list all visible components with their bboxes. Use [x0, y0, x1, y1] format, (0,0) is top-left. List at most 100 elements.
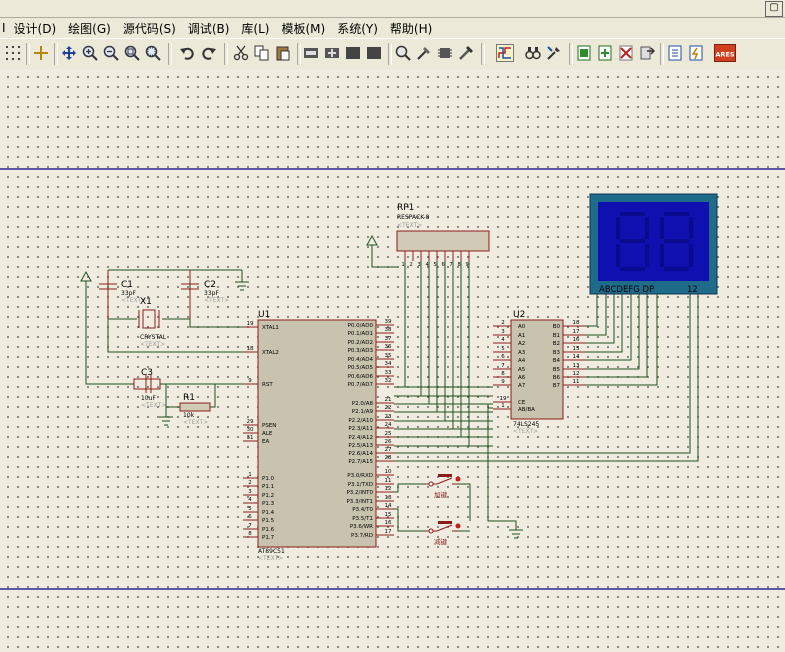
remove-sheet-icon[interactable]: [617, 44, 635, 62]
wire[interactable]: [585, 289, 658, 386]
u2-pin-label: B4: [553, 358, 561, 364]
wire[interactable]: [85, 281, 243, 385]
add-sheet-icon[interactable]: [596, 44, 614, 62]
block-rotate-icon[interactable]: [344, 44, 362, 62]
menu-design[interactable]: 设计(D): [13, 21, 57, 36]
wire[interactable]: [384, 483, 471, 521]
u1-pin-label: P1.6: [262, 527, 275, 533]
power-terminal[interactable]: [366, 234, 378, 246]
button-increment[interactable]: 加键: [425, 474, 461, 499]
block-move-icon[interactable]: [323, 44, 341, 62]
u1-pin-number: 17: [385, 529, 392, 535]
wire[interactable]: [585, 289, 623, 353]
rp1-value: RESPACK-8: [397, 214, 430, 221]
wire[interactable]: [585, 289, 607, 336]
u1-pin-label: P0.2/AD2: [348, 340, 373, 346]
u1-pin-label: EA: [262, 439, 269, 445]
wire[interactable]: [585, 289, 615, 344]
u1-pin-number: 39: [385, 319, 392, 325]
u2-bus-transceiver[interactable]: 2A03A14A25A36A47A58A69A719CE1AB/BA18B017…: [493, 310, 585, 435]
pan-icon[interactable]: [60, 44, 78, 62]
undo-icon[interactable]: [178, 44, 196, 62]
wire-digit-1[interactable]: [394, 294, 691, 454]
zoom-out-icon[interactable]: [102, 44, 120, 62]
rp1-pin-number: 1: [402, 262, 405, 268]
u1-pin-number: 11: [385, 478, 392, 484]
menu-help[interactable]: 帮助(H): [389, 21, 433, 36]
search-icon[interactable]: [524, 44, 542, 62]
x1-crystal[interactable]: X1 CRYSTAL <TEXT>: [138, 297, 167, 348]
menu-template[interactable]: 模板(M): [281, 21, 326, 36]
menu-library[interactable]: 库(L): [241, 21, 270, 36]
origin-icon[interactable]: [32, 44, 50, 62]
wire-u2-ce[interactable]: [487, 403, 517, 530]
c1-capacitor[interactable]: C1 33pF <TEXT>: [99, 270, 146, 319]
button-decrement[interactable]: 减键: [425, 521, 461, 546]
redo-icon[interactable]: [200, 44, 218, 62]
u1-pin-label: P2.0/A8: [352, 401, 374, 407]
wire[interactable]: [585, 289, 632, 361]
bom-icon[interactable]: [666, 44, 684, 62]
u2-pin-number: 9: [501, 379, 505, 385]
wire[interactable]: [585, 289, 648, 378]
c3-capacitor[interactable]: C3 10uF <TEXT>: [133, 368, 166, 409]
make-device-icon[interactable]: [415, 44, 433, 62]
packaging-icon[interactable]: [436, 44, 454, 62]
wire[interactable]: [405, 386, 493, 447]
c2-capacitor[interactable]: C2 33pF <TEXT>: [181, 270, 229, 319]
block-delete-icon[interactable]: [365, 44, 383, 62]
zoom-all-icon[interactable]: [123, 44, 141, 62]
block-copy-icon[interactable]: [302, 44, 320, 62]
seven-segment-display[interactable]: ABCDEFG DP 12: [589, 193, 718, 295]
wire-rp1-power[interactable]: [371, 245, 398, 268]
new-sheet-icon[interactable]: [575, 44, 593, 62]
u1-pin-number: 21: [385, 397, 392, 403]
property-tool-icon[interactable]: [545, 44, 563, 62]
paste-icon[interactable]: [274, 44, 292, 62]
power-terminal[interactable]: [80, 270, 92, 282]
decompose-icon[interactable]: [457, 44, 475, 62]
ground-symbol[interactable]: [159, 416, 173, 426]
u2-pin-number: 5: [501, 346, 505, 352]
zoom-area-icon[interactable]: [144, 44, 162, 62]
rp1-ref: RP1: [397, 203, 414, 213]
goto-sheet-icon[interactable]: [638, 44, 656, 62]
ares-icon[interactable]: ARES: [714, 44, 736, 62]
menu-draw[interactable]: 绘图(G): [68, 21, 111, 36]
u1-pin-number: 16: [385, 520, 392, 526]
grid-icon[interactable]: [4, 44, 22, 62]
menu-source[interactable]: 源代码(S): [122, 21, 176, 36]
cut-icon[interactable]: [232, 44, 250, 62]
wire[interactable]: [585, 289, 598, 327]
title-bar: [0, 0, 785, 18]
rp1-pin-number: 5: [434, 262, 437, 268]
wire[interactable]: [165, 384, 216, 417]
display-digit-labels: 12: [687, 285, 698, 295]
wire-digit-2[interactable]: [394, 294, 699, 462]
wire[interactable]: [394, 259, 438, 413]
wire[interactable]: [585, 289, 640, 370]
zoom-in-icon[interactable]: [81, 44, 99, 62]
u1-microcontroller[interactable]: 19XTAL118XTAL29RST29PSEN30ALE31EA1P1.02P…: [243, 310, 394, 562]
pick-device-icon[interactable]: [394, 44, 412, 62]
restore-window-button[interactable]: ▢: [765, 1, 783, 17]
x1-ref: X1: [140, 297, 152, 307]
u1-pin-label: P3.1/TXD: [348, 482, 373, 488]
wire[interactable]: [394, 259, 430, 405]
wire[interactable]: [394, 259, 406, 388]
u1-pin-number: 19: [247, 321, 254, 327]
wire-autoroute-icon[interactable]: [496, 44, 514, 62]
menu-debug[interactable]: 调试(B): [187, 21, 230, 36]
netlist-icon[interactable]: [687, 44, 705, 62]
wire[interactable]: [394, 259, 462, 438]
u2-pin-label: A2: [518, 341, 525, 347]
wire[interactable]: [108, 269, 243, 282]
menu-system[interactable]: 系统(Y): [337, 21, 378, 36]
ground-symbol[interactable]: [509, 529, 523, 539]
ground-symbol[interactable]: [235, 281, 249, 291]
r1-resistor[interactable]: R1 10k <TEXT>: [179, 393, 211, 426]
copy-icon[interactable]: [253, 44, 271, 62]
wire[interactable]: [394, 259, 422, 397]
